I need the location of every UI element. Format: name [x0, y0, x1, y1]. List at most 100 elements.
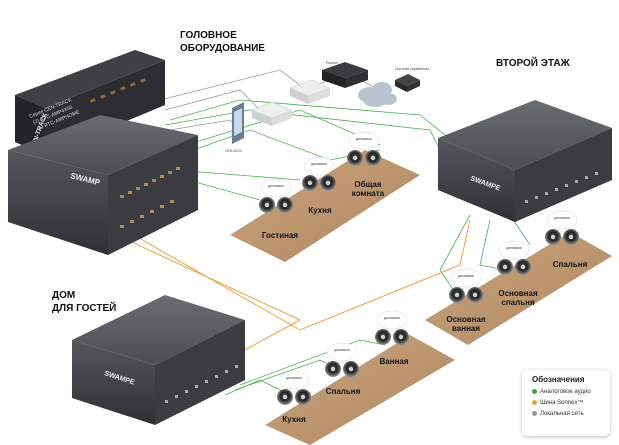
- speaker-cone-icon: [300, 394, 306, 400]
- speaker-tag-label: динамики: [268, 184, 284, 188]
- legend: Обозначения Аналоговое аудио Шина Sonnex…: [522, 370, 610, 436]
- speaker-tag: [278, 370, 310, 390]
- swamp-front: [108, 135, 198, 255]
- second-floor-amp: SWAMPE: [438, 100, 612, 222]
- control-system-label: Система управления: [395, 67, 429, 71]
- speaker-cone-icon: [348, 366, 354, 372]
- speaker-tag-label: динамики: [554, 216, 570, 220]
- cen-track-top: [15, 50, 165, 108]
- legend-item-network: Локальная сеть: [532, 411, 584, 417]
- sonnex-bus-wire: [109, 231, 301, 321]
- speaker-tag: [260, 178, 292, 198]
- speaker-cone-icon: [370, 155, 376, 161]
- speaker-cone-icon: [282, 202, 288, 208]
- analog-audio-wire: [164, 109, 446, 161]
- room-label: Общая: [354, 180, 381, 189]
- device-label: CEN-IDOC: [225, 149, 243, 153]
- floors: [230, 150, 612, 445]
- router-right: [345, 70, 368, 88]
- analog-audio-wire: [479, 219, 506, 271]
- network-wire: [169, 119, 241, 131]
- heading-guest-house-2: ДЛЯ ГОСТЕЙ: [52, 301, 116, 314]
- analog-audio-wire: [439, 214, 471, 301]
- analog-audio-wire: [169, 109, 381, 151]
- gh-amp-front: [155, 320, 245, 425]
- speaker-tag-label: динамики: [506, 246, 522, 250]
- analog-audio-wire: [169, 99, 471, 156]
- room-label: Основная: [446, 315, 486, 324]
- speakers: динамикиГостинаядинамикиКухнядинамикиОбщ…: [259, 131, 588, 424]
- section-headings: ГОЛОВНОЕ ОБОРУДОВАНИЕ ВТОРОЙ ЭТАЖ ДОМ ДЛ…: [52, 30, 571, 314]
- sf-amp-top: [438, 100, 612, 170]
- floor-second: [425, 232, 612, 345]
- sf-amp-left: [438, 138, 515, 222]
- speaker-cone-icon: [282, 394, 288, 400]
- speaker-tag-label: динамики: [384, 316, 400, 320]
- control-system-right: [407, 80, 420, 92]
- room-label: Спальня: [553, 260, 588, 269]
- speaker-tag: [326, 342, 358, 362]
- network-devices: CEN-IDOC Router Система управления: [225, 60, 429, 153]
- speaker-cone-icon: [568, 234, 574, 240]
- floor-guest: [265, 335, 455, 445]
- legend-item-label: Аналоговое аудио: [540, 389, 591, 396]
- legend-item-sonnex: Шина Sonnex™: [532, 400, 584, 406]
- switch-box-right: [308, 88, 330, 104]
- gh-amp-left: [72, 340, 155, 425]
- speaker-cone-icon: [307, 180, 313, 186]
- sf-amp-front: [515, 128, 612, 222]
- speaker-cone-icon: [325, 180, 331, 186]
- legend-dot-green-icon: [532, 389, 537, 394]
- speaker-tag: [303, 156, 335, 176]
- legend-dot-orange-icon: [532, 400, 537, 405]
- control-system-top: [395, 74, 420, 86]
- swamp-ports: [120, 167, 180, 228]
- speaker-cone-icon: [502, 264, 508, 270]
- speaker-cone-icon: [380, 334, 386, 340]
- legend-title: Обозначения: [532, 375, 585, 384]
- control-box-right: [272, 110, 292, 126]
- guest-house-amp: SWAMPE: [72, 295, 245, 425]
- speaker-cone-icon: [398, 334, 404, 340]
- control-system-left: [395, 80, 407, 92]
- room-label: спальня: [501, 298, 535, 307]
- gh-amp-top: [72, 295, 245, 365]
- cen-track-ports: [90, 78, 146, 103]
- legend-item-label: Локальная сеть: [540, 411, 584, 418]
- wires: [109, 69, 531, 396]
- room-label: Ванная: [379, 357, 408, 366]
- room-label: ванная: [452, 324, 480, 333]
- room-label: Основная: [498, 289, 538, 298]
- speaker-cone-icon: [520, 264, 526, 270]
- speaker-cone-icon: [472, 292, 478, 298]
- room-label: Спальня: [326, 387, 361, 396]
- speaker-tag-label: динамики: [311, 162, 327, 166]
- speaker-tag: [546, 210, 578, 230]
- speaker-tag: [376, 310, 408, 330]
- speaker-cone-icon: [550, 234, 556, 240]
- speaker-cone-icon: [330, 366, 336, 372]
- head-rack: CEN-TRACK Серия CEN-TRACK (2) RTC-AMP4X5…: [8, 50, 198, 255]
- speaker-cone-icon: [454, 292, 460, 298]
- room-label: Кухня: [308, 206, 332, 215]
- legend-dot-grey-icon: [532, 411, 537, 416]
- floor-main: [230, 150, 420, 262]
- speaker-tag-label: динамики: [334, 348, 350, 352]
- speaker-tag-label: динамики: [356, 137, 372, 141]
- room-label: комната: [352, 189, 385, 198]
- speaker-tag-label: динамики: [286, 376, 302, 380]
- legend-item-label: Шина Sonnex™: [540, 400, 584, 407]
- sf-amp-ports: [525, 172, 598, 203]
- legend-item-analog: Аналоговое аудио: [532, 389, 591, 395]
- speaker-cone-icon: [264, 202, 270, 208]
- heading-guest-house-1: ДОМ: [52, 290, 75, 301]
- control-box-left: [252, 110, 272, 126]
- heading-head-equipment-2: ОБОРУДОВАНИЕ: [180, 43, 265, 54]
- analog-audio-wire: [224, 379, 291, 396]
- network-wire: [159, 69, 301, 101]
- touch-panel-screen: [234, 108, 242, 136]
- network-wire: [164, 89, 261, 111]
- analog-audio-wire: [239, 339, 386, 386]
- switch-box-left: [290, 88, 308, 104]
